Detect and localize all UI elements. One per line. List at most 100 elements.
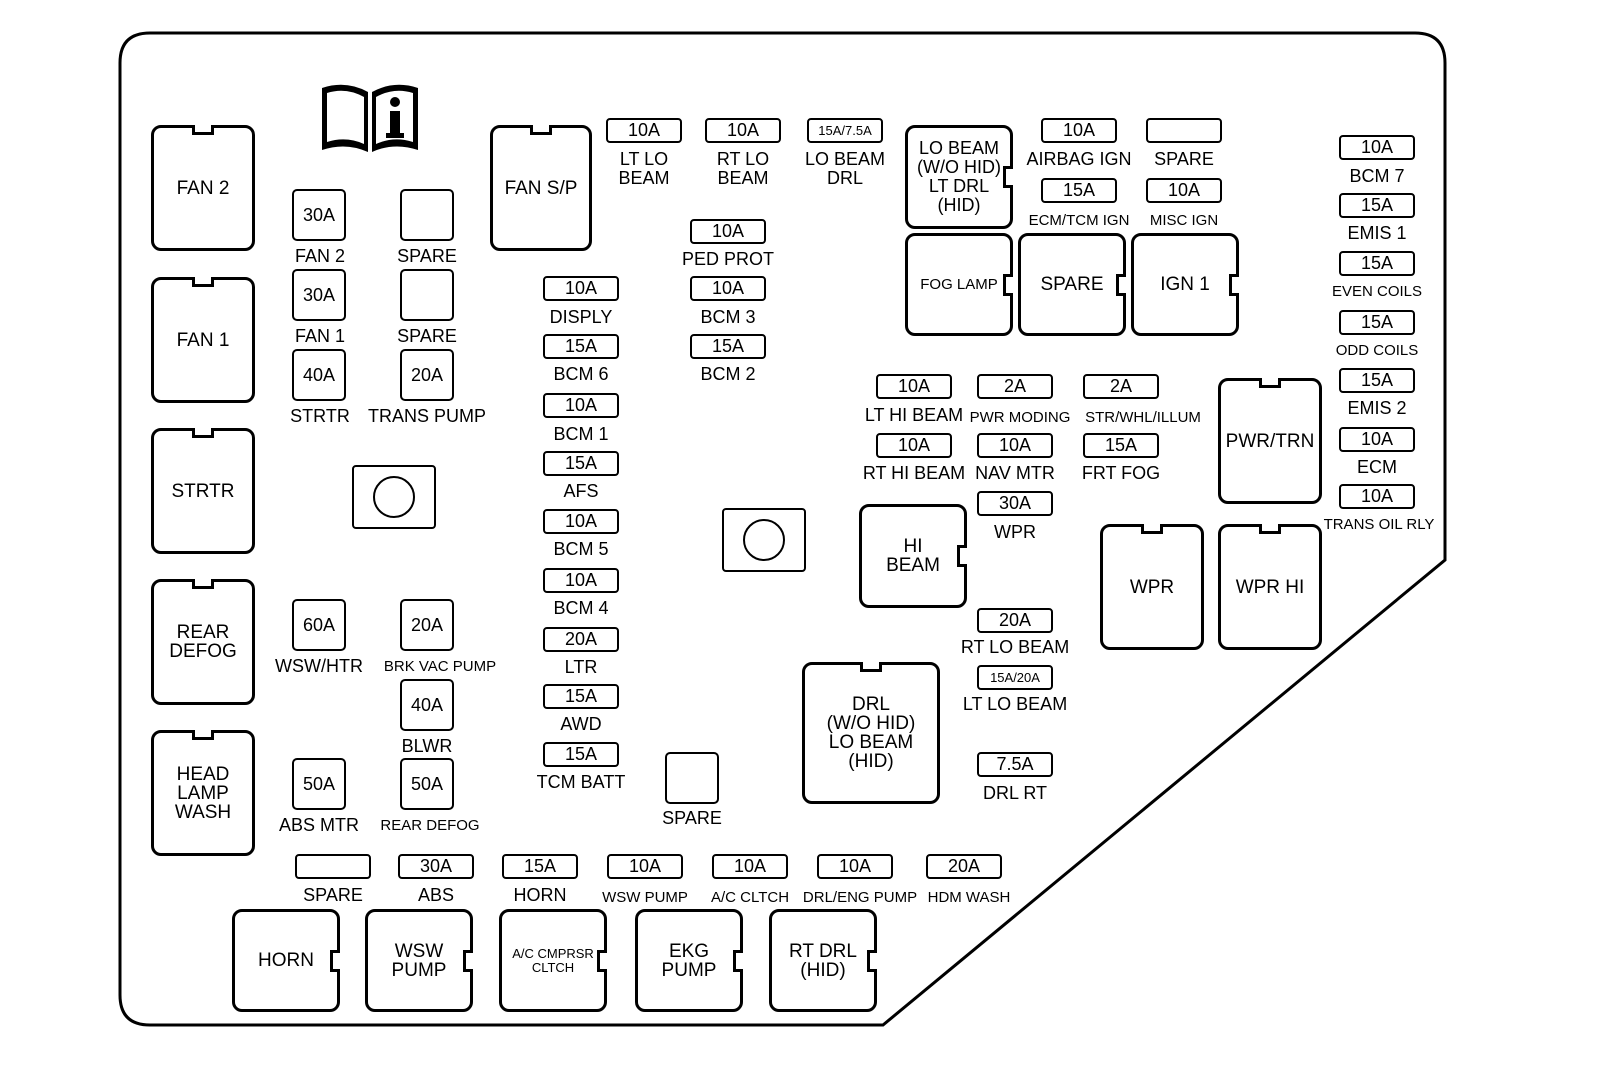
fuse-emis2: 15A: [1339, 368, 1415, 393]
fuse-blwr: 40A: [400, 679, 454, 731]
fuse-awd: 15A: [543, 684, 619, 709]
fuse-drl-eng-pump-label: DRL/ENG PUMP: [802, 889, 918, 906]
fuse-blwr-label: BLWR: [401, 736, 453, 756]
fuse-afs: 15A: [543, 451, 619, 476]
fuse-ped-prot: 10A: [690, 219, 766, 244]
relay-rear-defog: REAR DEFOG: [151, 579, 255, 705]
fuse-emis2-label: EMIS 2: [1347, 398, 1407, 418]
fuse-bcm4-label: BCM 4: [553, 598, 609, 618]
fuse-bcm6-label: BCM 6: [553, 364, 609, 384]
owner-manual-info-icon: [322, 84, 418, 152]
fuse-trans-pump: 20A: [400, 349, 454, 401]
fuse-bcm7: 10A: [1339, 135, 1415, 160]
fuse-even-coils-label: EVEN COILS: [1331, 283, 1423, 300]
fuse-tcm-batt: 15A: [543, 742, 619, 767]
fuse-horn-label: HORN: [513, 885, 567, 905]
relay-drl: DRL (W/O HID) LO BEAM (HID): [802, 662, 940, 804]
fuse-rear-defog: 50A: [400, 758, 454, 810]
fuse-bcm1-label: BCM 1: [553, 424, 609, 444]
fuse-bcm5: 10A: [543, 509, 619, 534]
fuse-hdm-wash-label: HDM WASH: [927, 889, 1011, 906]
fuse-abs-mtr-label: ABS MTR: [278, 815, 359, 835]
mounting-screw: [722, 508, 806, 572]
fuse-ecm: 10A: [1339, 427, 1415, 452]
fuse-afs-label: AFS: [563, 481, 599, 501]
fuse-drl-rt-label: DRL RT: [982, 783, 1047, 803]
fuse-tcm-batt-label: TCM BATT: [536, 772, 626, 792]
fuse-wsw-htr-label: WSW/HTR: [275, 656, 363, 676]
fuse-pwr-moding: 2A: [977, 374, 1053, 399]
relay-fan1: FAN 1: [151, 277, 255, 403]
fuse-rt-hi-beam: 10A: [876, 433, 952, 458]
fuse-ltr: 20A: [543, 627, 619, 652]
fuse-frt-fog-label: FRT FOG: [1081, 463, 1161, 483]
fuse-lt-hi-beam-label: LT HI BEAM: [864, 405, 964, 425]
fuse-lt-lo-beam-label: LT LO BEAM: [962, 694, 1068, 714]
fuse-rear-defog-label: REAR DEFOG: [380, 817, 480, 834]
relay-pwr-trn: PWR/TRN: [1218, 378, 1322, 504]
fuse-lo-beam-drl-label: LO BEAM DRL: [804, 149, 886, 188]
fuse-brk-vac-pump-label: BRK VAC PUMP: [383, 658, 497, 675]
fuse-emis1: 15A: [1339, 193, 1415, 218]
relay-horn: HORN: [232, 909, 340, 1012]
fuse-spare: [295, 854, 371, 879]
fuse-lt-lo-beam: 15A/20A: [977, 665, 1053, 690]
fuse-bcm1: 10A: [543, 393, 619, 418]
fuse-lo-beam-drl: 15A/7.5A: [807, 118, 883, 143]
fuse-drl-eng-pump: 10A: [817, 854, 893, 879]
fuse-fan1-label: FAN 1: [294, 326, 346, 346]
fuse-spare-label: SPARE: [397, 246, 457, 266]
fuse-trans-oil-rly-label: TRANS OIL RLY: [1323, 516, 1435, 533]
fuse-emis1-label: EMIS 1: [1347, 223, 1407, 243]
relay-strtr: STRTR: [151, 428, 255, 554]
fuse-fan1: 30A: [292, 269, 346, 321]
fuse-trans-pump-label: TRANS PUMP: [367, 406, 486, 426]
relay-wpr: WPR: [1100, 524, 1204, 650]
fuse-brk-vac-pump: 20A: [400, 599, 454, 651]
fuse-ecm-tcm-ign-label: ECM/TCM IGN: [1028, 212, 1130, 229]
relay-ac-cmprsr-cltch: A/C CMPRSR CLTCH: [499, 909, 607, 1012]
relay-fan2: FAN 2: [151, 125, 255, 251]
fuse-odd-coils-label: ODD COILS: [1335, 342, 1419, 359]
fuse-spare: [665, 752, 719, 804]
fuse-spare-label: SPARE: [397, 326, 457, 346]
fuse-rt-lo-beam-label: RT LO BEAM: [716, 149, 770, 188]
fuse-abs-mtr: 50A: [292, 758, 346, 810]
fuse-lt-lo-beam-label: LT LO BEAM: [618, 149, 670, 188]
fuse-ac-cltch-label: A/C CLTCH: [710, 889, 790, 906]
mounting-screw: [352, 465, 436, 529]
fuse-fan2-label: FAN 2: [294, 246, 346, 266]
fuse-airbag-ign-label: AIRBAG IGN: [1026, 149, 1132, 169]
relay-head-lamp-wash: HEAD LAMP WASH: [151, 730, 255, 856]
fuse-bcm2: 15A: [690, 334, 766, 359]
fuse-bcm3-label: BCM 3: [700, 307, 756, 327]
fuse-nav-mtr-label: NAV MTR: [975, 463, 1055, 483]
fuse-strtr-label: STRTR: [290, 406, 350, 426]
fuse-hdm-wash: 20A: [926, 854, 1002, 879]
fuse-spare: [400, 189, 454, 241]
relay-wsw-pump: WSW PUMP: [365, 909, 473, 1012]
fuse-lt-hi-beam: 10A: [876, 374, 952, 399]
fuse-fan2: 30A: [292, 189, 346, 241]
fuse-horn: 15A: [502, 854, 578, 879]
fuse-ped-prot-label: PED PROT: [681, 249, 774, 269]
relay-wpr-hi: WPR HI: [1218, 524, 1322, 650]
fuse-wsw-pump: 10A: [607, 854, 683, 879]
fuse-airbag-ign: 10A: [1041, 118, 1117, 143]
fuse-misc-ign: 10A: [1146, 178, 1222, 203]
fuse-spare: [400, 269, 454, 321]
fuse-ac-cltch: 10A: [712, 854, 788, 879]
fuse-wsw-pump-label: WSW PUMP: [602, 889, 688, 906]
fuse-bcm7-label: BCM 7: [1349, 166, 1405, 186]
fuse-pwr-moding-label: PWR MODING: [969, 409, 1071, 426]
fuse-frt-fog: 15A: [1083, 433, 1159, 458]
relay-ekg-pump: EKG PUMP: [635, 909, 743, 1012]
relay-hi-beam: HI BEAM: [859, 504, 967, 608]
fuse-spare: [1146, 118, 1222, 143]
relay-spare: SPARE: [1018, 233, 1126, 336]
fuse-rt-lo-beam: 10A: [705, 118, 781, 143]
relay-lo-beam: LO BEAM (W/O HID) LT DRL (HID): [905, 125, 1013, 229]
fuse-spare-label: SPARE: [303, 885, 363, 905]
